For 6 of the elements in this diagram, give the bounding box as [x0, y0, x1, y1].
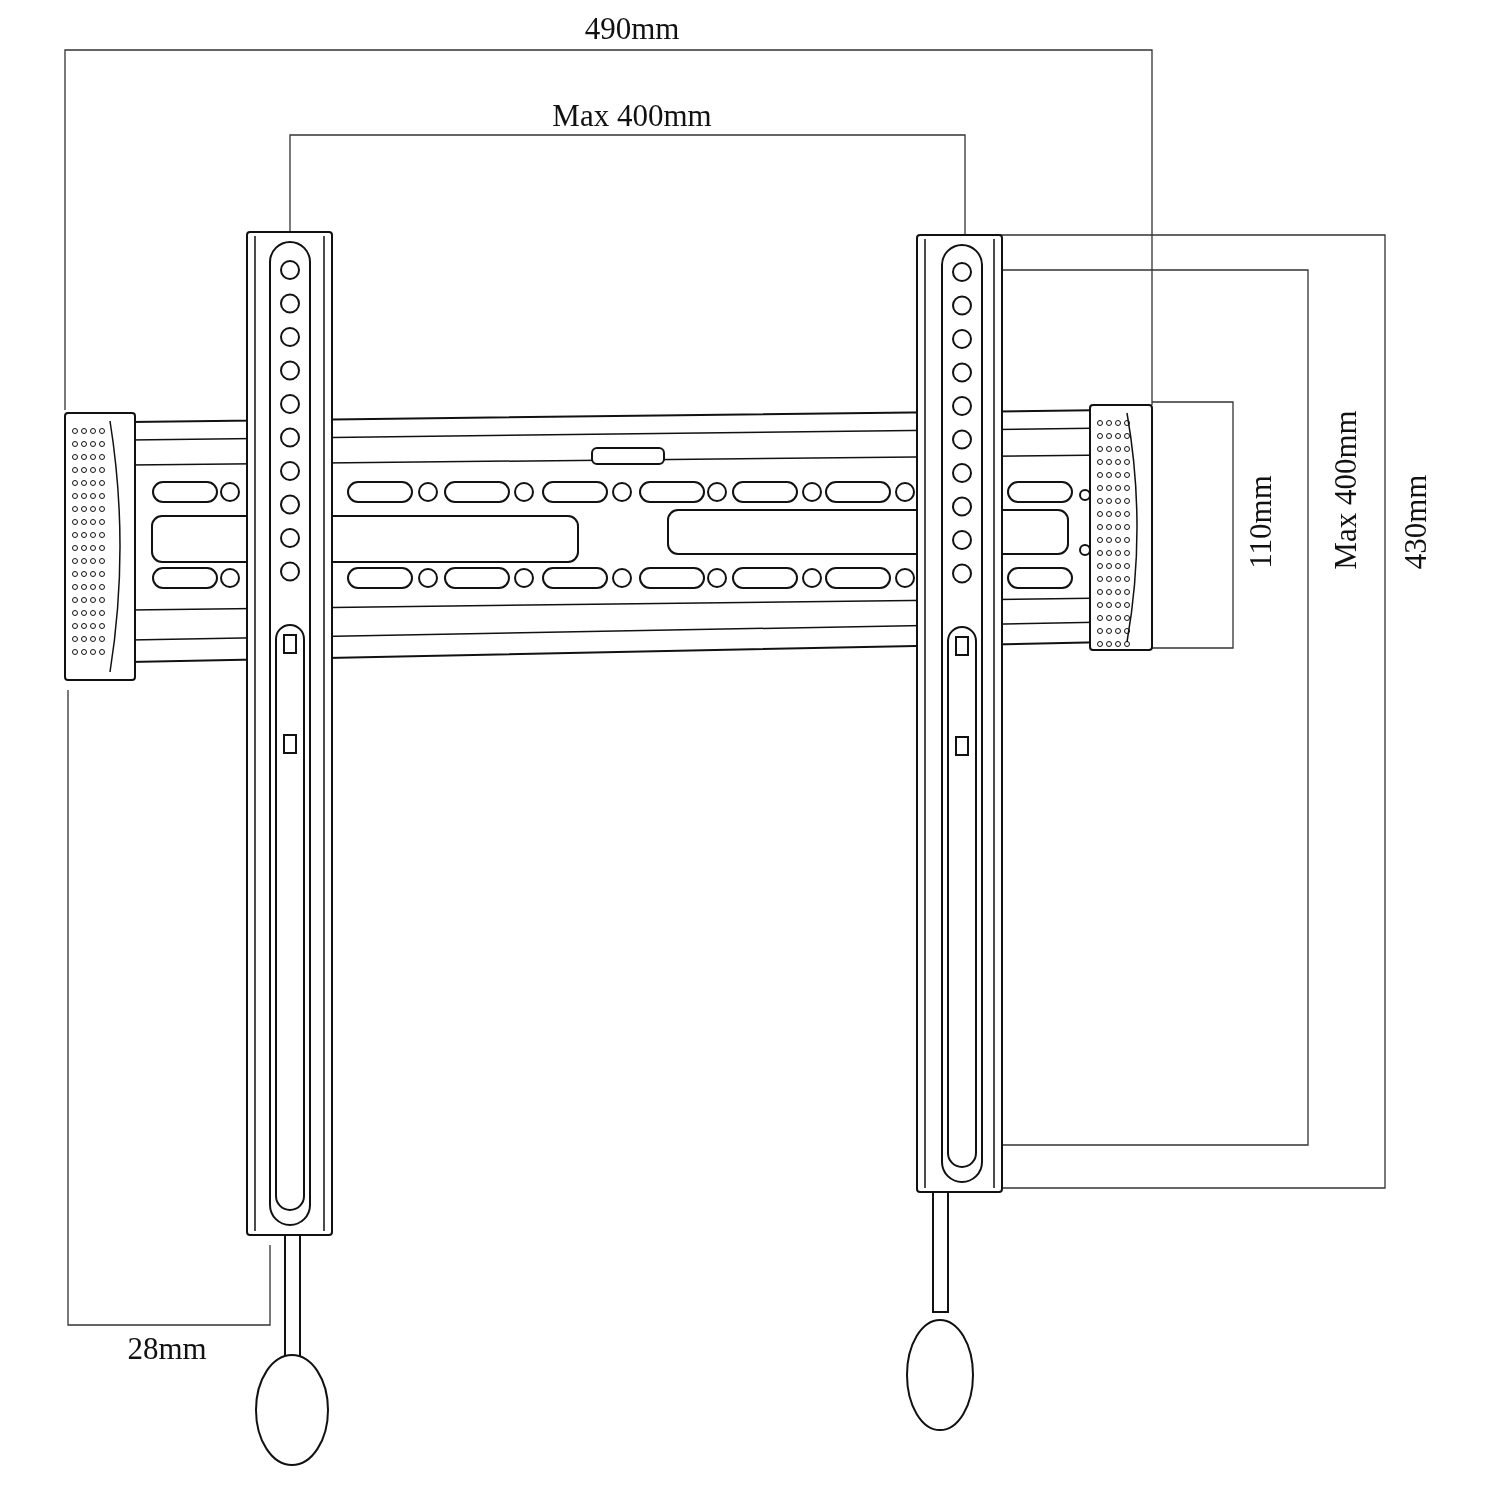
dimension-label: Max 400mm: [552, 99, 712, 131]
dimension-label: 28mm: [127, 1332, 207, 1364]
dimension-label: Max 400mm: [1329, 410, 1361, 570]
dimension-label: 110mm: [1244, 475, 1276, 569]
dimension-label: 430mm: [1399, 474, 1431, 570]
dimension-label: 490mm: [584, 12, 680, 44]
